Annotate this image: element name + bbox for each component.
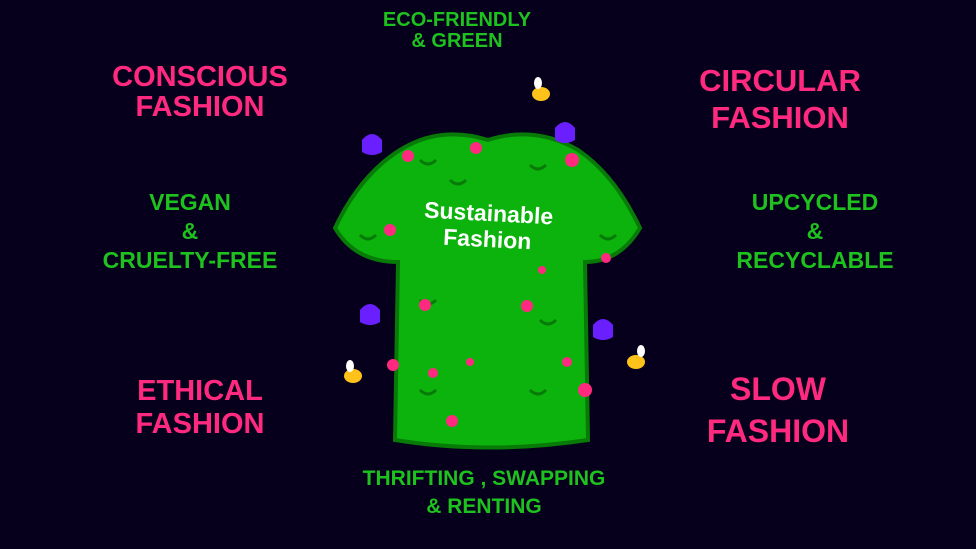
label-line: &: [181, 217, 199, 244]
label-line: & Green: [411, 30, 503, 52]
label-upcycled-recyclable: Upcycled & Recyclable: [736, 188, 893, 274]
bees: [344, 77, 645, 383]
label-line: Fashion: [135, 408, 265, 441]
label-line: Slow: [730, 371, 826, 407]
label-line: &: [806, 217, 824, 244]
label-conscious-fashion: Conscious Fashion: [112, 62, 288, 123]
label-line: Eco-friendly: [382, 9, 532, 31]
label-line: Circular: [699, 63, 861, 98]
center-title: Sustainable Fashion: [422, 197, 554, 257]
label-line: Ethical: [137, 375, 263, 407]
label-eco-friendly: Eco-friendly & Green: [383, 10, 531, 52]
label-line: Thrifting , Swapping: [362, 467, 606, 490]
label-line: Vegan: [149, 189, 231, 215]
label-line: Conscious: [112, 61, 288, 93]
label-thrifting-swapping-renting: Thrifting , Swapping & Renting: [363, 465, 606, 522]
tulips: [360, 122, 613, 340]
label-slow-fashion: Slow Fashion: [707, 369, 849, 452]
label-circular-fashion: Circular Fashion: [699, 62, 861, 136]
label-line: Fashion: [706, 412, 850, 449]
flowers: [384, 142, 611, 427]
tshirt-shape: [332, 132, 643, 450]
label-line: & Renting: [426, 495, 542, 519]
label-vegan-cruelty-free: Vegan & Cruelty-free: [103, 188, 278, 274]
label-line: Fashion: [135, 91, 265, 124]
label-line: Fashion: [711, 100, 849, 136]
label-line: Upcycled: [751, 189, 879, 215]
label-line: Recyclable: [736, 246, 894, 273]
label-line: Cruelty-free: [102, 246, 278, 273]
label-ethical-fashion: Ethical Fashion: [136, 375, 265, 442]
